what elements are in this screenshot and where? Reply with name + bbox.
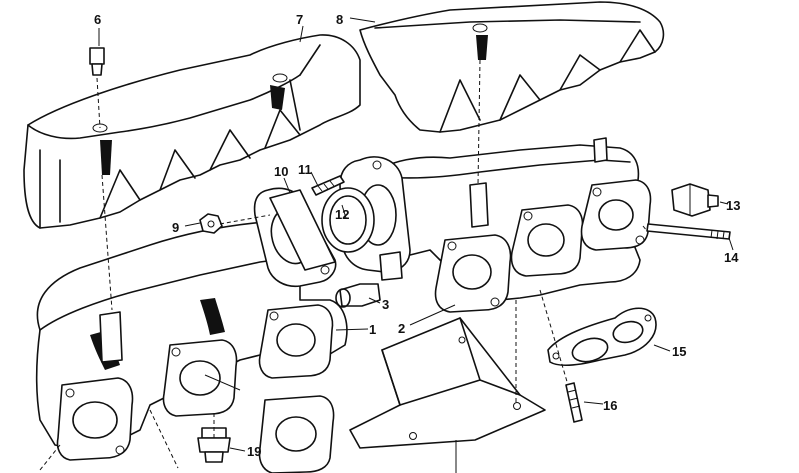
exhaust-gasket-front (547, 307, 657, 367)
callout-10: 10 (274, 164, 288, 179)
exhaust-manifold-front (339, 137, 652, 313)
stud-11 (311, 175, 345, 196)
stud-14 (646, 223, 731, 240)
callout-7: 7 (296, 12, 303, 27)
support-bracket (349, 317, 546, 449)
nut-9 (199, 213, 223, 234)
stud-16 (565, 382, 583, 423)
bolt-6 (89, 47, 105, 76)
callout-1: 1 (369, 322, 376, 337)
fitting-13 (671, 183, 719, 217)
fitting-3 (335, 283, 381, 308)
leader-lines (98, 17, 734, 473)
callout-14: 14 (724, 250, 739, 265)
heat-shield-front (359, 1, 665, 133)
callout-9: 9 (172, 220, 179, 235)
heat-shield-rear (23, 34, 361, 229)
callout-2: 2 (398, 321, 405, 336)
callout-6: 6 (94, 12, 101, 27)
callout-12: 12 (335, 207, 349, 222)
callout-13: 13 (726, 198, 740, 213)
plug-19 (197, 427, 231, 463)
callout-8: 8 (336, 12, 343, 27)
callout-3: 3 (382, 297, 389, 312)
callout-19: 19 (247, 444, 261, 459)
exhaust-manifold-rear (35, 187, 348, 461)
exhaust-gasket-rear (258, 395, 335, 473)
sealing-ring (321, 187, 375, 253)
assembly-lines (39, 59, 648, 471)
callout-11: 11 (298, 162, 312, 177)
callout-labels: 6 7 8 9 10 11 12 3 1 2 13 14 15 16 19 (94, 12, 740, 459)
callout-15: 15 (672, 344, 686, 359)
callout-16: 16 (603, 398, 617, 413)
